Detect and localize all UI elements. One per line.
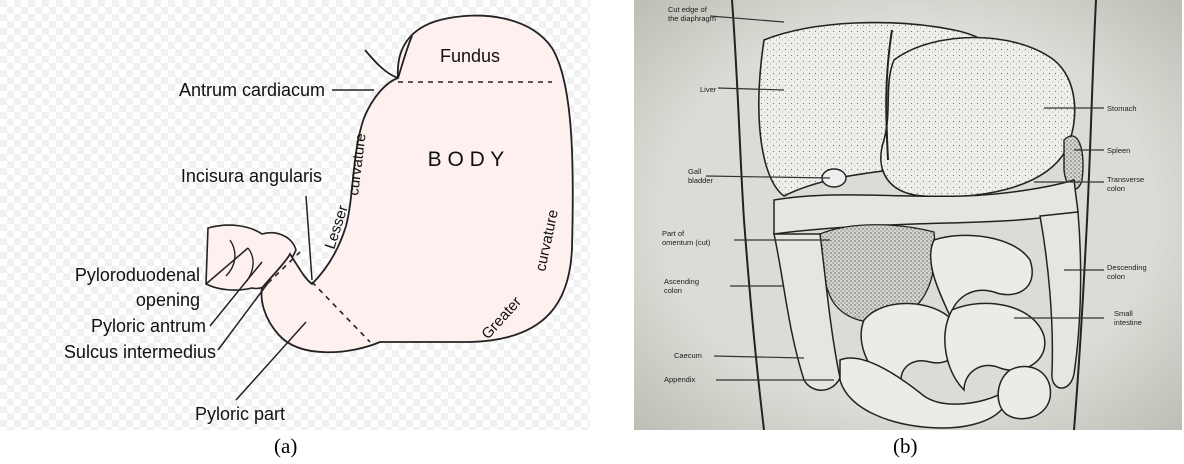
abdomen-illustration: Cut edge of the diaphragm Liver Stomach … bbox=[634, 0, 1182, 430]
omentum-label-line2: omentum (cut) bbox=[662, 238, 711, 247]
abdomen-illustration-panel: Cut edge of the diaphragm Liver Stomach … bbox=[634, 0, 1182, 430]
small-intestine-label-line1: Small bbox=[1114, 309, 1133, 318]
cut-edge-label-line2: the diaphragm bbox=[668, 14, 716, 23]
omentum-label-line1: Part of bbox=[662, 229, 685, 238]
appendix-label: Appendix bbox=[664, 375, 696, 384]
stomach-diagram: Fundus Antrum cardiacum B O D Y Incisura… bbox=[0, 0, 590, 430]
small-intestine-label-line2: intestine bbox=[1114, 318, 1142, 327]
gall-bladder-label-line1: Gall bbox=[688, 167, 702, 176]
pyloroduodenal-label-line1: Pyloroduodenal bbox=[75, 265, 200, 285]
ascending-colon-label-line2: colon bbox=[664, 286, 682, 295]
panel-a-caption: (a) bbox=[274, 434, 297, 459]
stomach-label: Stomach bbox=[1107, 104, 1137, 113]
pyloroduodenal-label-line2: opening bbox=[136, 290, 200, 310]
caecum-label: Caecum bbox=[674, 351, 702, 360]
pyloric-antrum-label: Pyloric antrum bbox=[91, 316, 206, 336]
stomach-shape bbox=[881, 38, 1075, 197]
descending-colon-label-line2: colon bbox=[1107, 272, 1125, 281]
cut-edge-label-line1: Cut edge of bbox=[668, 5, 708, 14]
transverse-colon-label-line2: colon bbox=[1107, 184, 1125, 193]
liver-label: Liver bbox=[700, 85, 717, 94]
gall-bladder-label-line2: bladder bbox=[688, 176, 714, 185]
body-label: B O D Y bbox=[428, 148, 505, 171]
ascending-colon-label-line1: Ascending bbox=[664, 277, 699, 286]
spleen-label: Spleen bbox=[1107, 146, 1130, 155]
descending-colon-label-line1: Descending bbox=[1107, 263, 1147, 272]
stomach-diagram-panel: Fundus Antrum cardiacum B O D Y Incisura… bbox=[0, 0, 590, 430]
fundus-label: Fundus bbox=[440, 46, 500, 66]
sulcus-intermedius-label: Sulcus intermedius bbox=[64, 342, 216, 362]
pyloric-part-label: Pyloric part bbox=[195, 404, 285, 424]
transverse-colon-label-line1: Transverse bbox=[1107, 175, 1144, 184]
incisura-angularis-label: Incisura angularis bbox=[181, 166, 322, 186]
panel-b-caption: (b) bbox=[893, 434, 918, 459]
antrum-cardiacum-label: Antrum cardiacum bbox=[179, 80, 325, 100]
